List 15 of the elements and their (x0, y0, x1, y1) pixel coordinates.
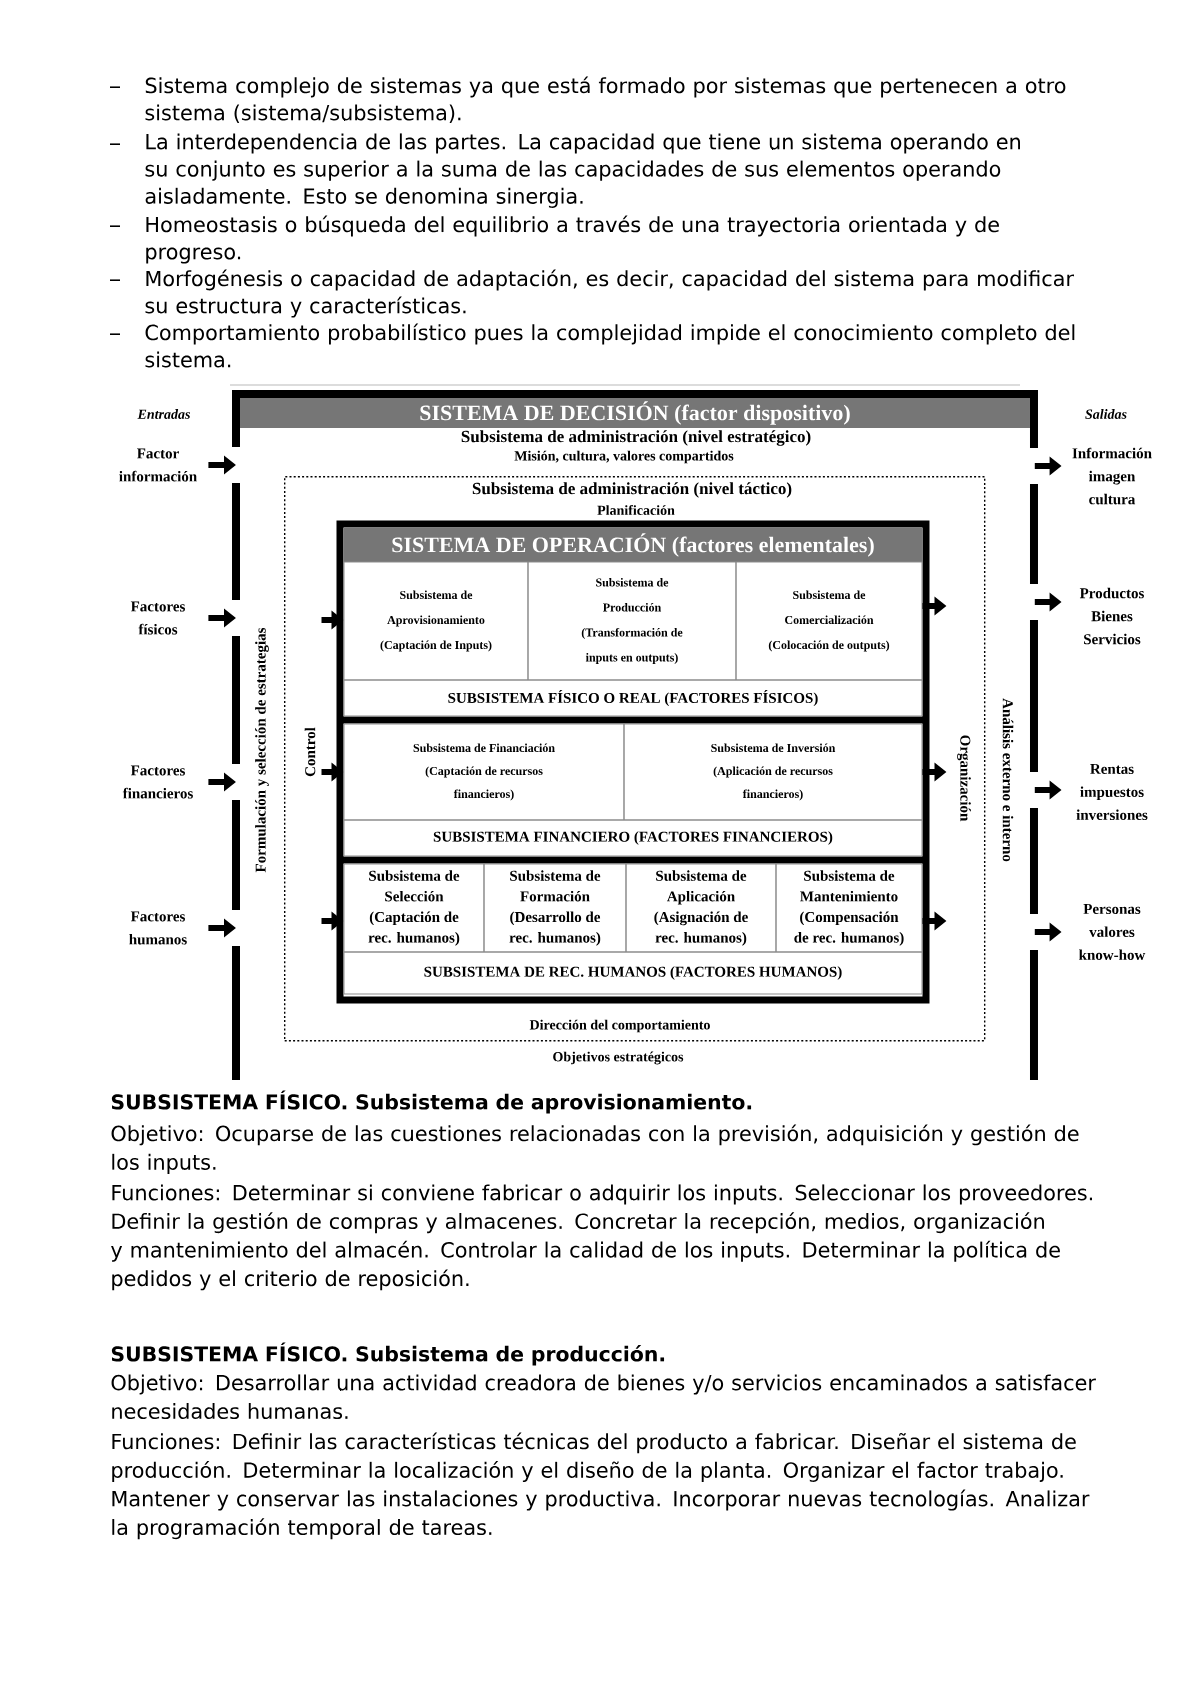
paragraph: Funciones: Determinar si conviene fabricar o adquirir los inputs. Seleccionar los proveedores. Definir la gestión de compras y almacenes. Concretar la recepción, medios, organización y mantenimiento del almacén. Controlar la calidad de los inputs. Determinar la política de pedidos y el criterio de reposición. (111, 1184, 1092, 1291)
section-heading: SUBSISTEMA FÍSICO. Subsistema de producción. (111, 1342, 665, 1366)
header-band: SISTEMA DE DECISIÓN (factor dispositivo) (240, 398, 1030, 428)
list-item: Homeostasis o búsqueda del equilibrio a través de una trayectoria orientada y de progreso. (146, 215, 999, 264)
paragraph: Objetivo: Ocuparse de las cuestiones relacionadas con la previsión, adquisición y gestión de los inputs. (111, 1124, 1079, 1174)
section-heading: SUBSISTEMA FÍSICO. Subsistema de aprovisionamiento. (111, 1090, 752, 1114)
subsystem-heading: Subsistema de administración (nivel táctico) (472, 482, 792, 498)
list-item: Morfogénesis o capacidad de adaptación, es decir, capacidad del sistema para modificar su estructura y características. (145, 269, 1074, 318)
header-band: SISTEMA DE OPERACIÓN (factores elementales) (344, 528, 922, 562)
subsystem-heading: Subsistema de administración (nivel estratégico) (461, 430, 811, 446)
list-item: Sistema complejo de sistemas ya que está formado por sistemas que pertenecen a otro sistema (sistema/subsistema). (145, 76, 1066, 123)
list-item: Comportamiento probabilístico pues la complejidad impide el conocimiento completo del sistema. (145, 323, 1075, 368)
list-item: La interdependencia de las partes. La capacidad que tiene un sistema operando en su conjunto es superior a la suma de las capacidades de sus elementos operando aisladamente. Esto se denomina sinergia. (145, 133, 1020, 208)
paragraph: Objetivo: Desarrollar una actividad creadora de bienes y/o servicios encaminados a satisfacer necesidades humanas. (111, 1374, 1096, 1420)
paragraph: Funciones: Definir las características técnicas del producto a fabricar. Diseñar el sistema de producción. Determinar la localización y el diseño de la planta. Organizar el factor trabajo. Mantener y conservar las instalaciones y productiva. Incorporar nuevas tecnologías. Analizar la programación temporal de tareas. (112, 1432, 1090, 1540)
